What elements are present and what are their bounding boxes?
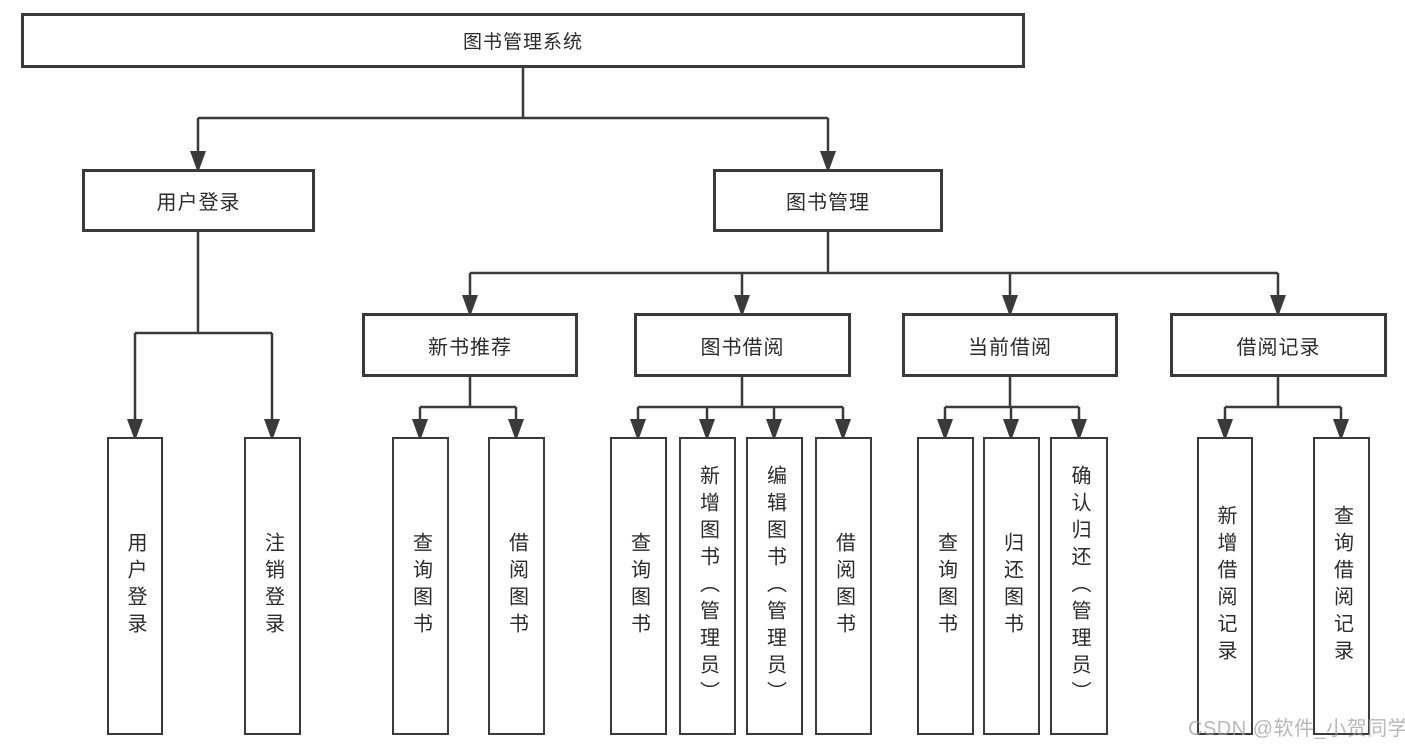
leaf-label: 查询图书: [934, 532, 957, 640]
node-book-borrowing: 图书借阅: [634, 313, 851, 377]
node-library-system: 图书管理系统: [21, 13, 1025, 68]
leaf-label: 借阅图书: [505, 532, 528, 640]
leaf-query-books-3: 查询图书: [917, 437, 974, 735]
leaf-label: 编辑图书（管理员）: [763, 464, 786, 708]
connector-book-mgmt-to-level2: [462, 232, 1286, 317]
connector-new-books-to-leaves: [412, 377, 524, 441]
leaf-query-books-1: 查询图书: [392, 437, 449, 735]
leaf-label: 查询借阅记录: [1330, 505, 1353, 667]
leaf-label: 借阅图书: [832, 532, 855, 640]
leaf-add-borrow-record: 新增借阅记录: [1197, 437, 1253, 735]
leaf-label: 归还图书: [1000, 532, 1023, 640]
leaf-return-books: 归还图书: [983, 437, 1040, 735]
leaf-query-borrow-record: 查询借阅记录: [1313, 437, 1370, 735]
leaf-label: 注销登录: [261, 532, 284, 640]
leaf-borrow-books-1: 借阅图书: [488, 437, 545, 735]
connector-root-to-level1: [190, 66, 836, 173]
node-user-login: 用户登录: [82, 169, 315, 232]
leaf-label: 查询图书: [409, 532, 432, 640]
node-current-borrowing: 当前借阅: [902, 313, 1118, 377]
leaf-add-books-admin: 新增图书（管理员）: [679, 437, 736, 735]
connector-current-borrow-to-leaves: [937, 377, 1087, 441]
leaf-logout: 注销登录: [244, 437, 301, 735]
leaf-label: 确认归还（管理员）: [1068, 464, 1090, 708]
csdn-watermark: CSDN @软件_小贺同学: [1188, 718, 1405, 740]
connector-book-borrow-to-leaves: [630, 377, 851, 441]
leaf-label: 新增借阅记录: [1214, 505, 1236, 667]
node-new-book-recommend: 新书推荐: [362, 313, 578, 377]
leaf-query-books-2: 查询图书: [610, 437, 667, 735]
leaf-user-login: 用户登录: [107, 437, 163, 735]
node-borrow-records: 借阅记录: [1170, 313, 1387, 377]
connector-borrow-records-to-leaves: [1217, 377, 1349, 441]
leaf-confirm-return-admin: 确认归还（管理员）: [1050, 437, 1108, 735]
node-book-management: 图书管理: [713, 169, 943, 232]
leaf-label: 用户登录: [124, 532, 146, 640]
leaf-borrow-books-2: 借阅图书: [815, 437, 872, 735]
leaf-label: 新增图书（管理员）: [696, 464, 719, 708]
leaf-label: 查询图书: [627, 532, 650, 640]
leaf-edit-books-admin: 编辑图书（管理员）: [746, 437, 803, 735]
connector-user-login-to-leaves: [127, 232, 280, 441]
